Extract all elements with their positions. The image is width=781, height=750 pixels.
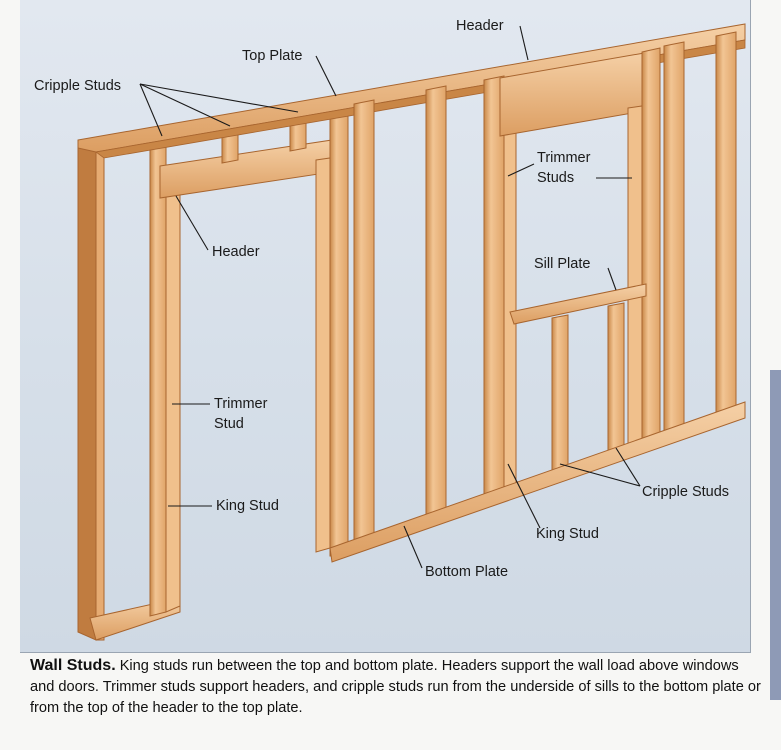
door-header [159,139,333,199]
label-cripple-studs-right: Cripple Studs [642,484,729,500]
window-king-stud-right [641,47,661,449]
label-sill-plate: Sill Plate [534,256,590,272]
cripple-stud-3 [551,314,569,481]
end-stud-face [95,145,105,641]
caption-title: Wall Studs. [30,657,116,674]
door-frame [77,104,349,641]
window-trimmer-right [627,105,643,453]
stud [425,85,447,527]
label-king-stud-left: King Stud [216,498,279,514]
caption-text: King studs run between the top and botto… [30,658,761,716]
cripple-stud-4 [607,302,625,465]
stud [353,99,375,547]
label-king-stud-right: King Stud [536,526,599,542]
label-bottom-plate: Bottom Plate [425,564,508,580]
king-stud-door [149,137,167,617]
door-right-king [329,104,349,557]
end-stud [77,141,97,641]
caption: Wall Studs. King studs run between the t… [30,655,765,719]
sill-plate [509,283,647,325]
label-header-door: Header [212,244,260,260]
bottom-plate [329,401,746,563]
label-top-plate: Top Plate [242,48,302,64]
page-edge-bar [770,370,781,700]
leader-lines [139,25,641,569]
door-right-trimmer [315,157,331,553]
label-trimmer-studs-2: Studs [537,170,574,186]
label-cripple-studs-top: Cripple Studs [34,78,121,94]
labels: Header Top Plate Cripple Studs Trimmer S… [34,18,729,580]
label-trimmer-stud-1: Trimmer [214,396,268,412]
label-trimmer-studs-1: Trimmer [537,150,591,166]
wall-studs [353,31,737,547]
trimmer-stud-door [165,187,181,613]
stud [715,31,737,423]
window-king-stud-left [483,75,505,505]
label-trimmer-stud-2: Stud [214,416,244,432]
stud [663,41,685,443]
label-header-window: Header [456,18,504,34]
